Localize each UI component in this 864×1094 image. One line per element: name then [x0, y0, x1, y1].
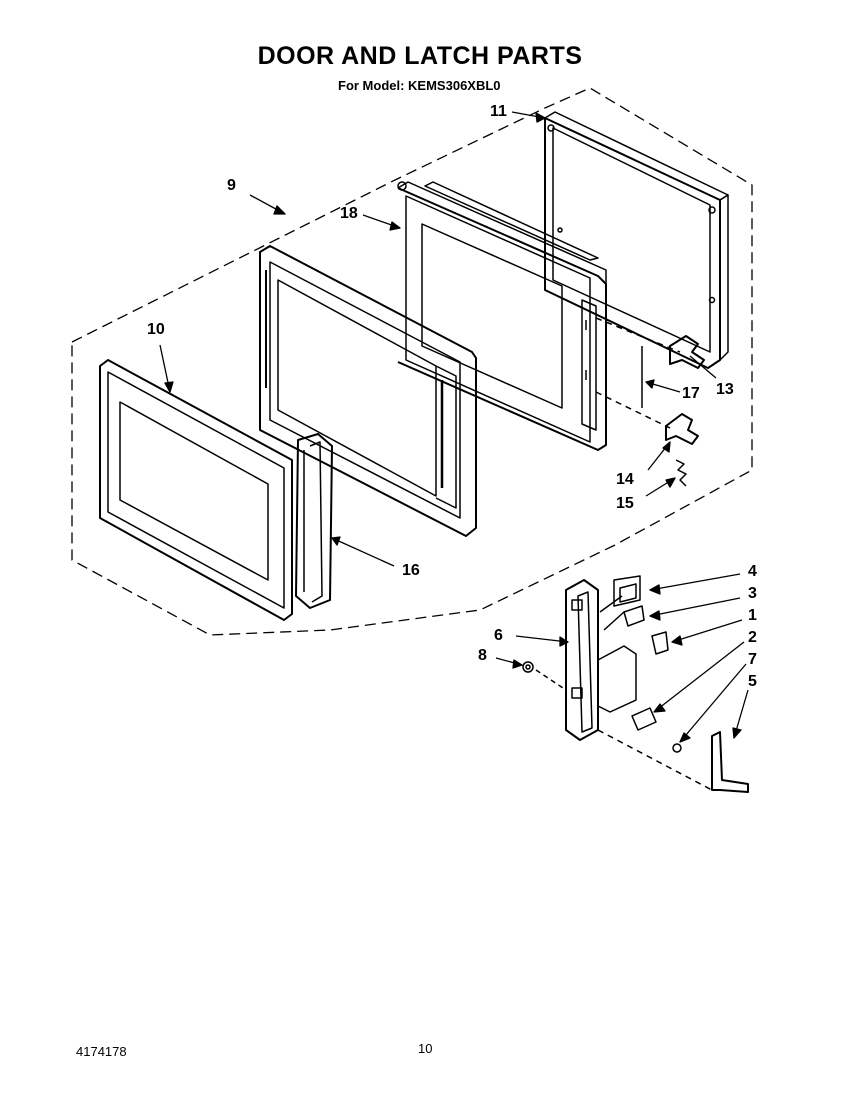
callout-6: 6	[494, 627, 503, 644]
page-title: DOOR AND LATCH PARTS	[257, 42, 583, 70]
callout-15: 15	[616, 495, 634, 512]
callout-9: 9	[227, 177, 236, 194]
part-10-outer-panel	[100, 360, 292, 620]
callout-7: 7	[748, 651, 757, 668]
latch-hooks	[596, 318, 704, 486]
callout-1: 1	[748, 607, 757, 624]
callout-14: 14	[616, 471, 634, 488]
part-18-inner-frame	[398, 182, 606, 450]
callout-18: 18	[340, 205, 358, 222]
callout-13: 13	[716, 381, 734, 398]
callout-3: 3	[748, 585, 757, 602]
page-number: 10	[418, 1041, 433, 1056]
callout-10: 10	[147, 321, 165, 338]
callout-8: 8	[478, 647, 487, 664]
part-16-choke-strip	[296, 434, 332, 608]
callout-leader-lines	[160, 112, 748, 742]
callout-5: 5	[748, 673, 757, 690]
latch-assembly	[523, 576, 748, 792]
callout-16: 16	[402, 562, 420, 579]
callout-2: 2	[748, 629, 757, 646]
callout-17: 17	[682, 385, 700, 402]
document-number: 4174178	[76, 1044, 127, 1059]
part-11-rear-frame	[545, 112, 728, 368]
part-9-door-body	[260, 246, 476, 536]
callout-11: 11	[490, 103, 507, 120]
model-subtitle: For Model: KEMS306XBL0	[338, 78, 501, 93]
callout-4: 4	[748, 563, 757, 580]
door-assembly-boundary	[72, 88, 752, 635]
